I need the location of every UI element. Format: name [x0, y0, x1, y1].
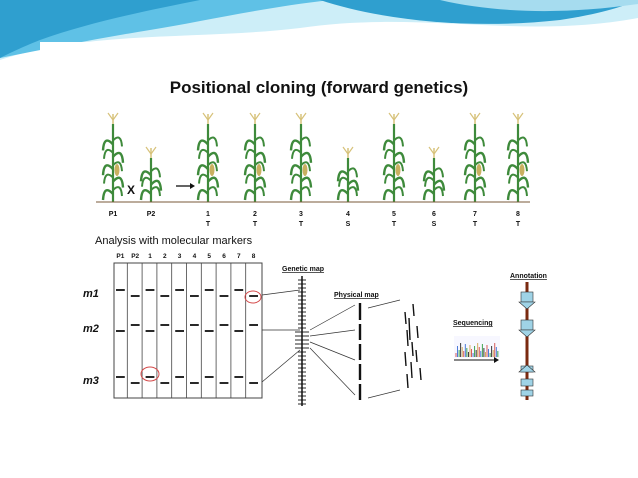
sequence-contig — [404, 311, 407, 325]
plant-offspring-3 — [289, 112, 313, 202]
map-zoom-line — [309, 329, 356, 337]
marker-link-line — [261, 289, 301, 296]
physical-map — [358, 299, 401, 400]
gene-direction-arrow — [518, 364, 536, 373]
sequence-contig — [406, 329, 409, 347]
sequencing-arrowhead — [494, 357, 499, 363]
offspring-phenotype: T — [253, 221, 258, 228]
gene-block — [520, 319, 534, 331]
plant-p2 — [139, 146, 163, 202]
lane-label: P1 — [116, 253, 124, 260]
annotation-label: Annotation — [510, 273, 547, 280]
marker-row-label: m1 — [83, 288, 99, 300]
genetic-map — [261, 276, 356, 406]
offspring-number: 5 — [392, 211, 396, 218]
sequence-contig — [419, 367, 422, 381]
offspring-phenotype: T — [473, 221, 478, 228]
lane-label: 5 — [207, 253, 211, 260]
sequence-contig — [406, 373, 409, 389]
lane-label: 4 — [193, 253, 197, 260]
banner-wave-right-light — [440, 0, 638, 12]
physical-zoom-line — [367, 299, 401, 309]
offspring-phenotype: S — [346, 221, 351, 228]
offspring-number: 6 — [432, 211, 436, 218]
marker-row-label: m2 — [83, 323, 99, 335]
plant-offspring-4 — [336, 146, 360, 202]
offspring-number: 1 — [206, 211, 210, 218]
sequencing-chromatogram — [454, 336, 500, 358]
sequence-contig — [408, 317, 411, 341]
sequence-contig — [412, 303, 415, 317]
parent-label: P1 — [109, 211, 118, 218]
physical-zoom-line — [367, 389, 401, 399]
plant-offspring-6 — [422, 146, 446, 202]
sequence-contig — [411, 341, 414, 357]
plant-row — [101, 112, 530, 202]
lane-label: 7 — [237, 253, 241, 260]
marker-link-line — [261, 349, 301, 383]
offspring-number: 2 — [253, 211, 257, 218]
plant-offspring-7 — [463, 112, 487, 202]
annotation-chromosome — [518, 282, 536, 400]
plant-offspring-1 — [196, 112, 220, 202]
offspring-phenotype: T — [299, 221, 304, 228]
gene-block — [520, 389, 534, 397]
gene-block — [520, 378, 534, 387]
offspring-phenotype: T — [516, 221, 521, 228]
lane-label: 2 — [163, 253, 167, 260]
offspring-phenotype: S — [432, 221, 437, 228]
offspring-phenotype: T — [392, 221, 397, 228]
lane-label: 6 — [222, 253, 226, 260]
map-zoom-line — [309, 347, 356, 396]
genetic-map-label: Genetic map — [282, 266, 324, 273]
plant-offspring-5 — [382, 112, 406, 202]
gene-direction-arrow — [518, 329, 536, 338]
cross-symbol: X — [127, 183, 135, 197]
marker-grid-frame — [113, 262, 263, 399]
plant-p1 — [101, 112, 125, 202]
cross-arrowhead — [190, 183, 195, 189]
map-zoom-line — [309, 304, 356, 331]
offspring-number: 4 — [346, 211, 350, 218]
map-zoom-line — [309, 341, 356, 361]
lane-label: 1 — [148, 253, 152, 260]
gene-direction-arrow — [518, 301, 536, 310]
banner-wave-dark — [0, 0, 200, 58]
sequence-contig — [416, 325, 419, 339]
plant-labels: P1 P2 1T 2T 3T 4S 5T 6S 7T 8T — [109, 211, 521, 228]
lane-label: 8 — [252, 253, 256, 260]
plant-offspring-2 — [243, 112, 267, 202]
content-panel — [40, 42, 598, 434]
offspring-number: 8 — [516, 211, 520, 218]
lane-label: 3 — [178, 253, 182, 260]
gene-block — [520, 291, 534, 303]
sequence-contig — [410, 361, 413, 379]
markers-heading: Analysis with molecular markers — [95, 235, 253, 247]
sequence-contig — [415, 349, 418, 363]
plant-offspring-8 — [506, 112, 530, 202]
lane-label: P2 — [131, 253, 139, 260]
sequence-contigs — [404, 303, 422, 389]
slide-title: Positional cloning (forward genetics) — [169, 78, 469, 97]
sequence-contig — [404, 351, 407, 367]
marker-row-label: m3 — [83, 375, 99, 387]
offspring-number: 3 — [299, 211, 303, 218]
offspring-number: 7 — [473, 211, 477, 218]
marker-grid: P1 P2 1 2 3 4 5 6 7 8 m1 m2 m3 — [83, 253, 263, 399]
offspring-phenotype: T — [206, 221, 211, 228]
recombinant-highlight-m3 — [140, 366, 160, 382]
recombinant-highlight-m1 — [244, 290, 262, 304]
parent-label: P2 — [147, 211, 156, 218]
physical-map-label: Physical map — [334, 292, 379, 299]
sequencing-label: Sequencing — [453, 320, 493, 327]
